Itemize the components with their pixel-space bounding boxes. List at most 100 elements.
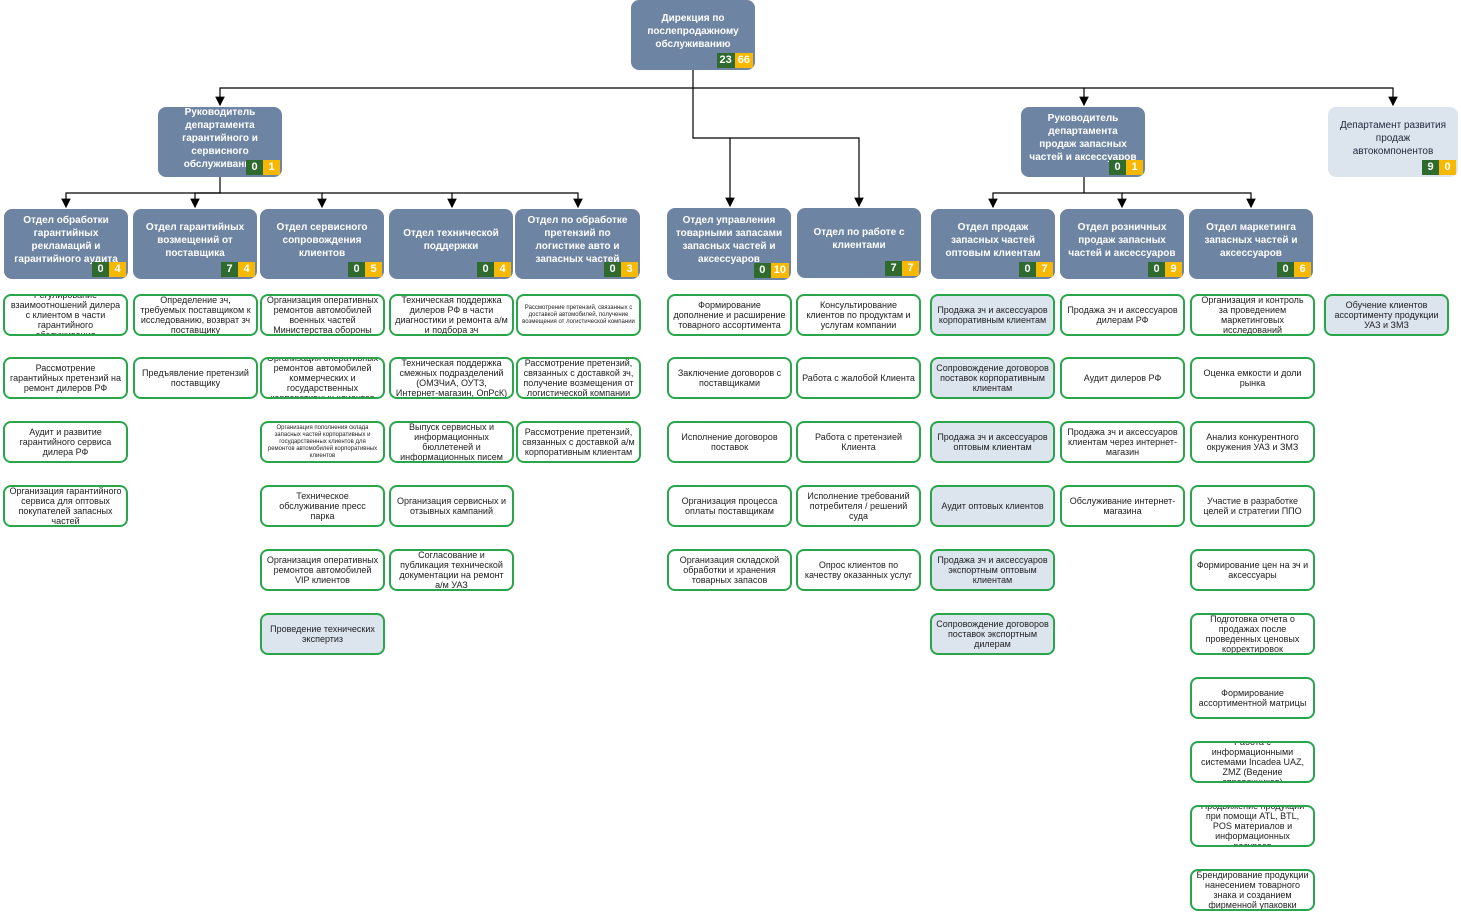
task-box-t6_5: Организация складской обработки и хранен… bbox=[667, 549, 792, 591]
org-node-d5: Отдел по обработке претензий по логистик… bbox=[515, 209, 640, 279]
org-node-d8: Отдел продаж запасных частей оптовым кли… bbox=[931, 209, 1055, 279]
task-label: Формирование дополнение и расширение тов… bbox=[673, 300, 786, 330]
task-box-t6_4: Организация процесса оплаты поставщикам bbox=[667, 485, 792, 527]
headcount-badge-yellow: 1 bbox=[263, 160, 280, 175]
task-box-t9_1: Продажа зч и аксессуаров дилерам РФ bbox=[1060, 294, 1185, 336]
task-box-t10_7: Формирование ассортиментной матрицы bbox=[1190, 677, 1315, 719]
org-node-label: Руководитель департамента продаж запасны… bbox=[1029, 113, 1137, 163]
task-label: Определение зч, требуемых поставщиком к … bbox=[140, 295, 251, 335]
task-box-t9_3: Продажа зч и аксессуаров клиентам через … bbox=[1060, 421, 1185, 463]
task-label: Заключение договоров с поставщиками bbox=[677, 368, 782, 388]
headcount-badge-green: 0 bbox=[477, 262, 494, 277]
task-box-t2_2: Предъявление претензий поставщику bbox=[133, 357, 258, 399]
task-box-t7_3: Работа с претензией Клиента bbox=[796, 421, 921, 463]
task-label: Исполнение договоров поставок bbox=[681, 432, 778, 452]
task-label: Консультирование клиентов по продуктам и… bbox=[806, 300, 911, 330]
headcount-badge-yellow: 10 bbox=[770, 263, 789, 278]
task-box-t1_3: Аудит и развитие гарантийного сервиса ди… bbox=[3, 421, 128, 463]
task-box-t5_2: Рассмотрение претензий, связанных с дост… bbox=[516, 357, 641, 399]
headcount-badge-green: 0 bbox=[1109, 160, 1126, 175]
task-label: Продажа зч и аксессуаров экспортным опто… bbox=[937, 555, 1048, 585]
task-label: Формирование ассортиментной матрицы bbox=[1198, 688, 1307, 708]
task-box-t8_4: Аудит оптовых клиентов bbox=[930, 485, 1055, 527]
task-label: Проведение технических экспертиз bbox=[270, 624, 375, 644]
headcount-badge-green: 9 bbox=[1422, 160, 1439, 175]
task-label: Рассмотрение претензий, связанных с дост… bbox=[522, 304, 635, 325]
task-label: Аудит дилеров РФ bbox=[1083, 373, 1162, 383]
task-box-t3_6: Проведение технических экспертиз bbox=[260, 613, 385, 655]
task-box-t6_3: Исполнение договоров поставок bbox=[667, 421, 792, 463]
task-label: Работа с информационными системами Incad… bbox=[1201, 741, 1304, 783]
org-node-label: Отдел продаж запасных частей оптовым кли… bbox=[945, 221, 1041, 259]
task-label: Регулирование взаимоотношений дилера с к… bbox=[10, 294, 121, 336]
task-box-t3_4: Техническое обслуживание пресс парка bbox=[260, 485, 385, 527]
org-node-label: Отдел по обработке претензий по логистик… bbox=[527, 215, 628, 265]
headcount-badge-yellow: 66 bbox=[734, 53, 753, 68]
task-box-t9_2: Аудит дилеров РФ bbox=[1060, 357, 1185, 399]
org-node-label: Отдел гарантийных возмещений от поставщи… bbox=[145, 221, 245, 259]
task-box-t2_1: Определение зч, требуемых поставщиком к … bbox=[133, 294, 258, 336]
headcount-badge-yellow: 4 bbox=[109, 262, 126, 277]
task-box-t5_3: Рассмотрение претензий, связанных с дост… bbox=[516, 421, 641, 463]
task-label: Участие в разработке целей и стратегии П… bbox=[1203, 496, 1302, 516]
task-box-t10_6: Подготовка отчета о продажах после прове… bbox=[1190, 613, 1315, 655]
task-label: Формирование цен на зч и аксессуары bbox=[1196, 560, 1309, 580]
task-box-t8_3: Продажа зч и аксессуаров оптовым клиента… bbox=[930, 421, 1055, 463]
task-label: Рассмотрение гарантийных претензий на ре… bbox=[10, 363, 121, 393]
task-label: Оценка емкости и доли рынка bbox=[1203, 368, 1302, 388]
task-box-t11_1: Обучение клиентов ассортименту продукции… bbox=[1324, 294, 1449, 336]
headcount-badge-green: 0 bbox=[246, 160, 263, 175]
task-box-t5_1: Рассмотрение претензий, связанных с дост… bbox=[516, 294, 641, 336]
task-label: Подготовка отчета о продажах после прове… bbox=[1205, 614, 1300, 654]
task-box-t9_4: Обслуживание интернет-магазина bbox=[1060, 485, 1185, 527]
headcount-badge-green: 7 bbox=[885, 261, 902, 276]
task-label: Обслуживание интернет-магазина bbox=[1069, 496, 1176, 516]
headcount-badge-yellow: 3 bbox=[621, 262, 638, 277]
task-box-t10_8: Работа с информационными системами Incad… bbox=[1190, 741, 1315, 783]
task-label: Продажа зч и аксессуаров корпоративным к… bbox=[937, 305, 1048, 325]
headcount-badge-green: 0 bbox=[1148, 262, 1165, 277]
task-box-t8_2: Сопровождение договоров поставок корпора… bbox=[930, 357, 1055, 399]
headcount-badge-green: 0 bbox=[604, 262, 621, 277]
task-box-t4_1: Техническая поддержка дилеров РФ в части… bbox=[389, 294, 514, 336]
task-label: Продажа зч и аксессуаров дилерам РФ bbox=[1067, 305, 1178, 325]
task-label: Сопровождение договоров поставок корпора… bbox=[936, 363, 1049, 393]
task-box-t10_4: Участие в разработке целей и стратегии П… bbox=[1190, 485, 1315, 527]
task-label: Исполнение требований потребителя / реше… bbox=[807, 491, 910, 521]
task-label: Работа с претензией Клиента bbox=[815, 432, 902, 452]
task-label: Организация пополнения склада запасных ч… bbox=[267, 424, 378, 459]
task-box-t4_2: Техническая поддержка смежных подразделе… bbox=[389, 357, 514, 399]
task-label: Организация оперативных ремонтов автомоб… bbox=[266, 357, 379, 399]
task-label: Организация оперативных ремонтов автомоб… bbox=[266, 295, 379, 335]
org-node-label: Отдел обработки гарантийных рекламаций и… bbox=[14, 215, 118, 265]
task-label: Аудит оптовых клиентов bbox=[941, 501, 1044, 511]
task-label: Продажа зч и аксессуаров оптовым клиента… bbox=[937, 432, 1048, 452]
task-box-t1_2: Рассмотрение гарантийных претензий на ре… bbox=[3, 357, 128, 399]
headcount-badge-yellow: 5 bbox=[365, 262, 382, 277]
headcount-badge-yellow: 9 bbox=[1165, 262, 1182, 277]
task-label: Сопровождение договоров поставок экспорт… bbox=[936, 619, 1049, 649]
task-label: Выпуск сервисных и информационных бюллет… bbox=[400, 422, 503, 462]
headcount-badge-yellow: 7 bbox=[902, 261, 919, 276]
task-label: Техническое обслуживание пресс парка bbox=[279, 491, 366, 521]
task-label: Техническая поддержка смежных подразделе… bbox=[395, 358, 508, 398]
org-node-d9: Отдел розничных продаж запасных частей и… bbox=[1060, 209, 1184, 279]
org-node-l3: Департамент развития продаж автокомпонен… bbox=[1328, 107, 1458, 177]
task-box-t7_4: Исполнение требований потребителя / реше… bbox=[796, 485, 921, 527]
headcount-badge-green: 0 bbox=[1019, 262, 1036, 277]
headcount-badge-green: 0 bbox=[92, 262, 109, 277]
task-label: Рассмотрение претензий, связанных с дост… bbox=[523, 358, 634, 398]
org-node-label: Отдел управления товарными запасами запа… bbox=[675, 215, 783, 265]
